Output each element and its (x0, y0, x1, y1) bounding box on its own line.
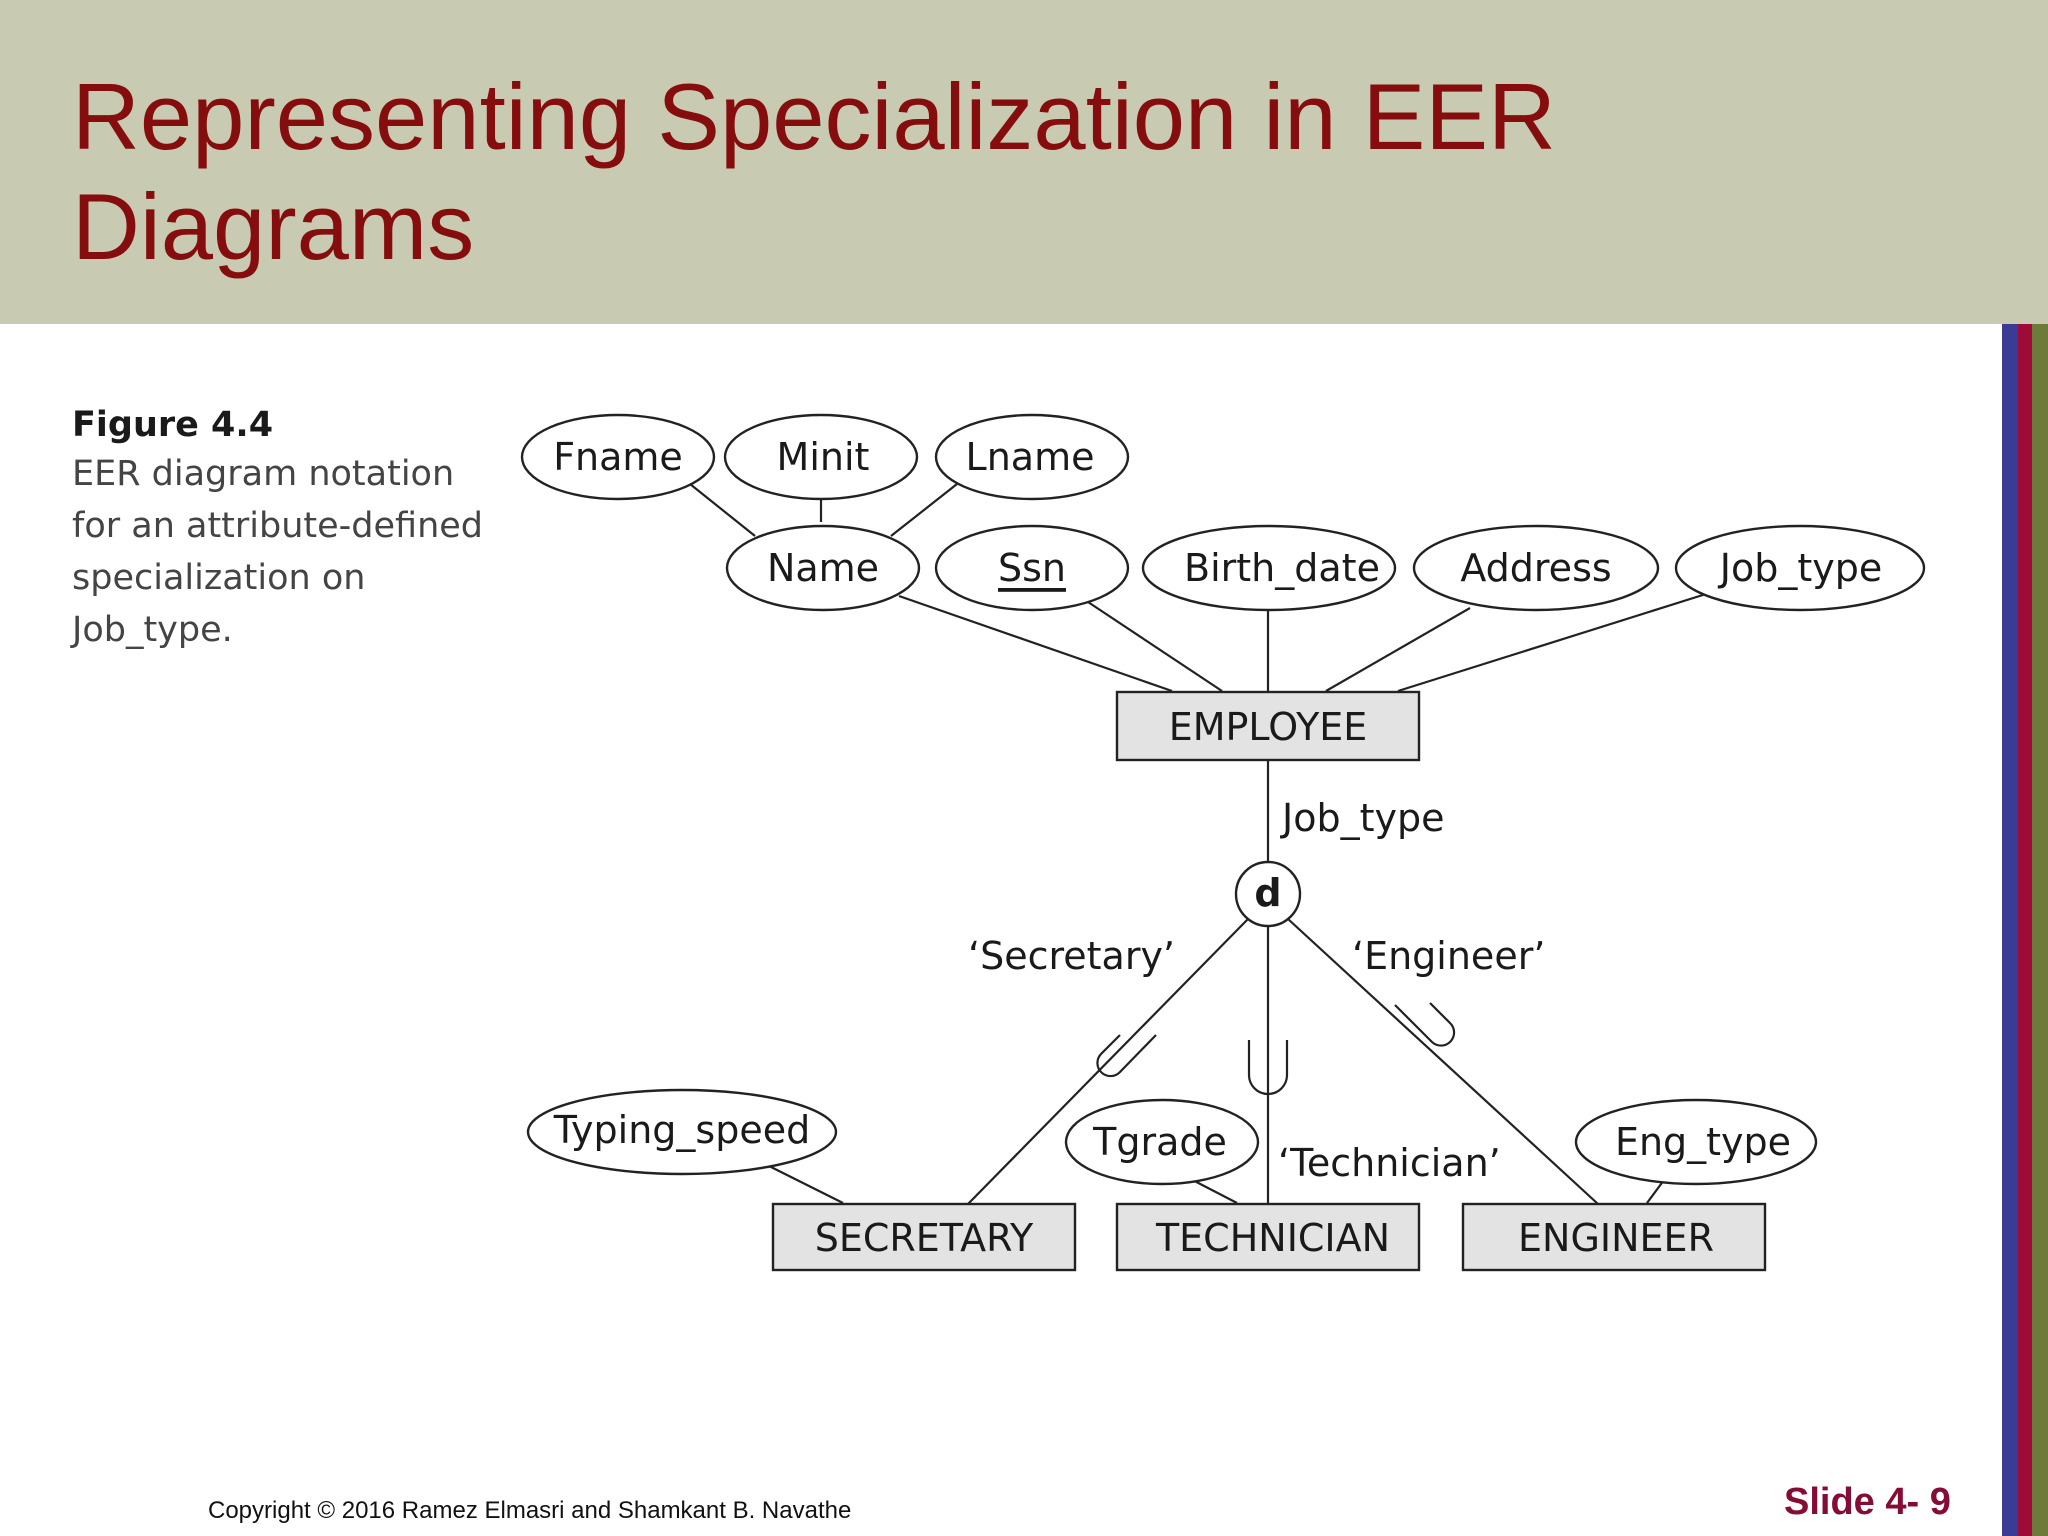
attribute-lname-label: Lname (966, 435, 1095, 479)
predicate-engineer: ‘Engineer’ (1352, 934, 1545, 978)
copyright-notice: Copyright © 2016 Ramez Elmasri and Shamk… (208, 1497, 852, 1524)
entity-secretary (771, 1202, 1077, 1272)
attribute-tgrade (1064, 1098, 1260, 1186)
engineer-subset-symbol (1394, 1002, 1456, 1047)
figure-caption-block: Figure 4.4 EER diagram notation for an a… (72, 402, 492, 656)
attribute-name (725, 524, 921, 612)
d-secretary-line (967, 918, 1249, 1205)
figure-caption: EER diagram notation for an attribute-de… (72, 454, 484, 650)
disjointness-circle (1234, 860, 1302, 928)
accent-stripe-blue (2002, 324, 2018, 1536)
typingspeed-secretary-line (764, 1163, 844, 1204)
attribute-typing-speed (526, 1088, 838, 1176)
predicate-secretary: ‘Secretary’ (968, 934, 1175, 978)
attribute-birth-date (1141, 524, 1397, 612)
attribute-fname (520, 413, 716, 501)
name-employee-line (898, 594, 1173, 693)
attribute-job-type (1674, 524, 1926, 612)
attribute-typing-speed-label: Typing_speed (553, 1108, 810, 1152)
entity-technician (1115, 1202, 1421, 1272)
slide-header (0, 0, 2048, 324)
attribute-minit-label: Minit (777, 435, 870, 479)
disjointness-symbol: d (1254, 871, 1281, 915)
accent-stripe-green (2032, 324, 2048, 1536)
attribute-job-type-label: Job_type (1718, 546, 1882, 590)
d-engineer-line (1287, 918, 1599, 1205)
entity-employee (1115, 690, 1421, 762)
figure-label: Figure 4.4 (72, 405, 274, 445)
technician-subset-symbol (1247, 1040, 1289, 1096)
ssn-employee-line (1084, 599, 1223, 692)
entity-engineer-label: ENGINEER (1518, 1216, 1714, 1260)
attribute-address (1412, 524, 1660, 612)
attribute-fname-label: Fname (553, 435, 683, 479)
entity-technician-label: TECHNICIAN (1155, 1216, 1390, 1260)
attribute-eng-type (1574, 1098, 1818, 1186)
entity-employee-label: EMPLOYEE (1169, 705, 1368, 749)
attribute-tgrade-label: Tgrade (1092, 1120, 1227, 1164)
engtype-engineer-line (1646, 1179, 1665, 1204)
attribute-lname (934, 413, 1130, 501)
attribute-ssn (934, 524, 1130, 612)
connector-lines (689, 483, 1707, 1205)
slide-number: Slide 4- 9 (1784, 1481, 1951, 1523)
accent-stripe-red (2018, 324, 2032, 1536)
defining-attribute-label: Job_type (1280, 796, 1444, 840)
attribute-ssn-label: Ssn (998, 546, 1066, 590)
entity-engineer (1461, 1202, 1767, 1272)
fname-name-line (689, 483, 756, 537)
predicate-technician: ‘Technician’ (1278, 1141, 1501, 1185)
attribute-eng-type-label: Eng_type (1615, 1120, 1791, 1164)
attribute-address-label: Address (1460, 546, 1611, 590)
entity-secretary-label: SECRETARY (815, 1216, 1034, 1260)
jobtype-employee-line (1397, 592, 1707, 693)
address-employee-line (1325, 607, 1471, 692)
slide-title: Representing Specialization in EER Diagr… (72, 64, 1556, 279)
attribute-birth-date-label: Birth_date (1184, 546, 1380, 590)
lname-name-line (890, 483, 958, 537)
secretary-subset-symbol (1096, 1034, 1157, 1078)
attribute-name-label: Name (767, 546, 879, 590)
attribute-minit (723, 413, 919, 501)
